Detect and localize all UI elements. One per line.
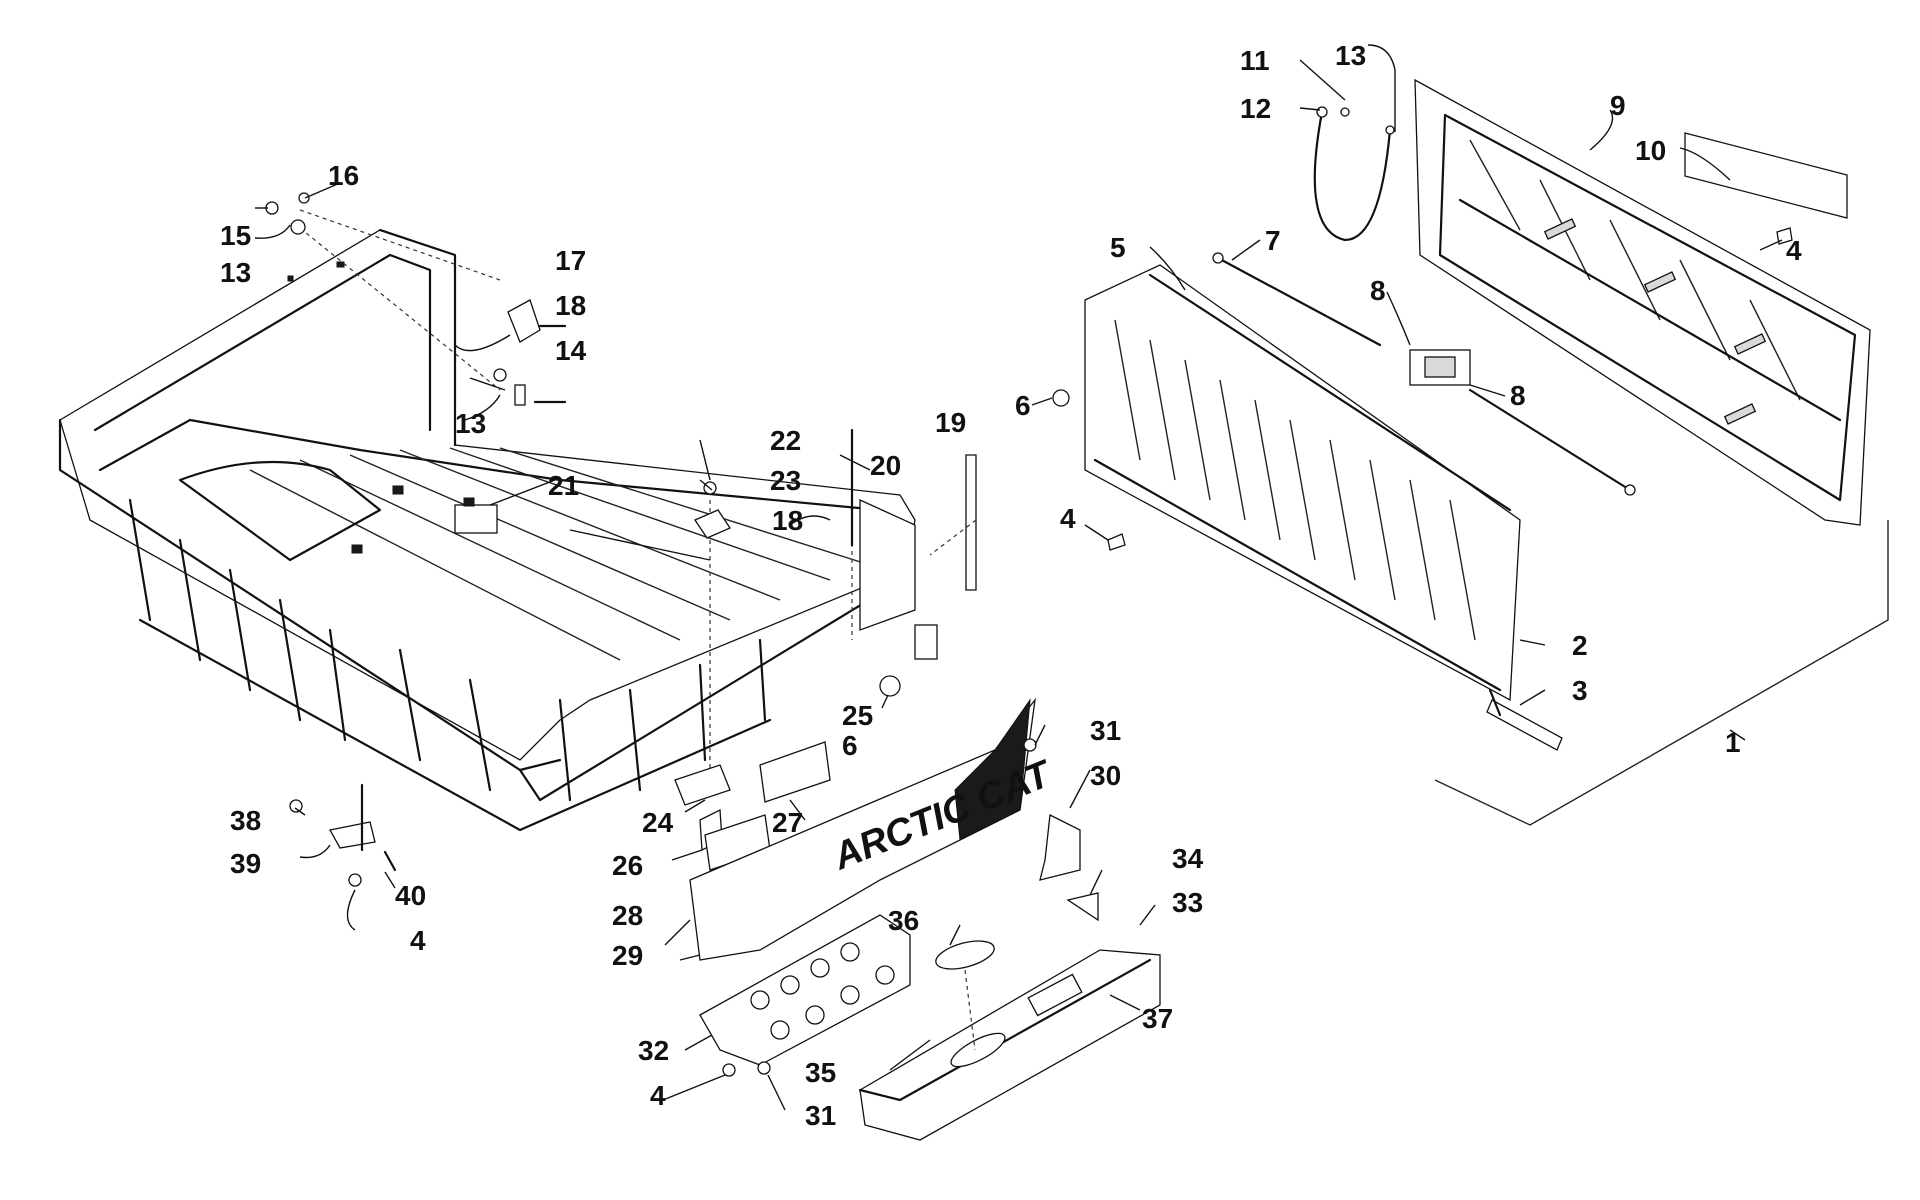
- leader-lines: [254, 44, 1783, 1111]
- callout-5: 5: [1110, 232, 1126, 263]
- bumper-33: [858, 949, 1161, 1141]
- callout-12: 12: [1240, 93, 1271, 124]
- callout-20: 20: [870, 450, 901, 481]
- callout-29: 29: [612, 940, 643, 971]
- callout-1: 1: [1725, 727, 1741, 758]
- callout-38: 38: [230, 805, 261, 836]
- tailgate-inner-panel: [1084, 252, 1636, 751]
- callout-34: 34: [1172, 843, 1204, 874]
- callout-6-right: 6: [1015, 390, 1031, 421]
- strip-19: [965, 454, 977, 591]
- callout-4-bottom: 4: [650, 1080, 666, 1111]
- callout-19: 19: [935, 407, 966, 438]
- callout-39: 39: [230, 848, 261, 879]
- callout-14: 14: [555, 335, 587, 366]
- callout-32: 32: [638, 1035, 669, 1066]
- screw-4-upper: [1107, 533, 1126, 551]
- callout-26: 26: [612, 850, 643, 881]
- skid-plate-32: [699, 914, 911, 1066]
- callout-37: 37: [1142, 1003, 1173, 1034]
- callout-8-bottom: 8: [1510, 380, 1526, 411]
- callout-33: 33: [1172, 887, 1203, 918]
- callout-24: 24: [642, 807, 674, 838]
- callout-28: 28: [612, 900, 643, 931]
- callout-8-top: 8: [1370, 275, 1386, 306]
- callout-11: 11: [1240, 45, 1270, 76]
- tailgate-cable: [1313, 106, 1395, 242]
- block-27: [759, 741, 831, 803]
- part-34: [1066, 892, 1099, 922]
- callout-17: 17: [555, 245, 586, 276]
- callout-15: 15: [220, 220, 251, 251]
- callout-21: 21: [548, 470, 579, 501]
- callout-4-mid: 4: [1060, 503, 1076, 534]
- assembly-bracket: [1434, 520, 1889, 826]
- callout-13-tailgate: 13: [1335, 40, 1366, 71]
- callout-4-right: 4: [1786, 235, 1802, 266]
- plug-6: [1052, 389, 1070, 407]
- callout-25: 25: [842, 700, 873, 731]
- callout-6-mid: 6: [842, 730, 858, 761]
- tailgate-outer-panel: [1414, 78, 1871, 526]
- callout-16: 16: [328, 160, 359, 191]
- callout-18-lower: 18: [772, 505, 803, 536]
- callout-27: 27: [772, 807, 803, 838]
- callout-35: 35: [805, 1057, 836, 1088]
- grommet-25: [879, 675, 901, 697]
- oval-36: [935, 940, 995, 970]
- callout-2: 2: [1572, 630, 1588, 661]
- callout-23: 23: [770, 465, 801, 496]
- block-24: [674, 764, 731, 806]
- callout-9: 9: [1610, 90, 1626, 121]
- callout-10: 10: [1635, 135, 1666, 166]
- callout-31-lower: 31: [805, 1100, 836, 1131]
- callout-36: 36: [888, 905, 919, 936]
- callout-22: 22: [770, 425, 801, 456]
- callout-13-lower: 13: [455, 408, 486, 439]
- callout-30: 30: [1090, 760, 1121, 791]
- callout-3: 3: [1572, 675, 1588, 706]
- tailgate-decal-10: [1684, 132, 1848, 219]
- cargo-box: [58, 228, 916, 832]
- latch-hardware: [265, 192, 567, 406]
- callout-4-left: 4: [410, 925, 426, 956]
- callout-40: 40: [395, 880, 426, 911]
- callout-7: 7: [1265, 225, 1281, 256]
- part-30: [1039, 814, 1081, 881]
- callout-31-upper: 31: [1090, 715, 1121, 746]
- clip-block: [914, 624, 938, 660]
- callout-13-upper: 13: [220, 257, 251, 288]
- callout-18-upper: 18: [555, 290, 586, 321]
- callout-labels: 1 2 3 4 4 4 4 5 6 6 7 8 8 9 10 11 12 13 …: [220, 40, 1802, 1131]
